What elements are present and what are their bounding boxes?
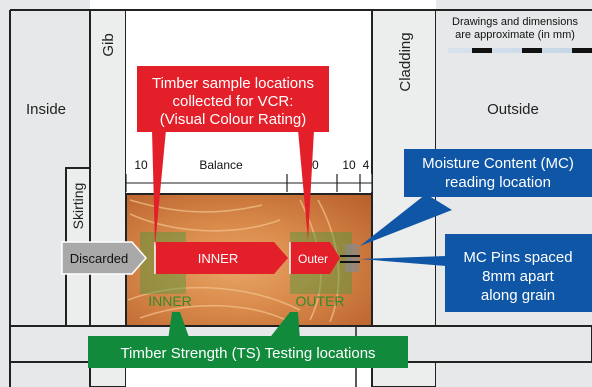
mc-line-1: Moisture Content (MC) (422, 155, 574, 172)
vcr-pointer-outer (298, 130, 314, 240)
mc-callout (404, 149, 592, 197)
mc-pointer (360, 194, 452, 246)
pins-line-3: along grain (481, 287, 555, 304)
discarded-label: Discarded (70, 251, 129, 266)
gib-board (89, 9, 127, 387)
mc-line-2: reading location (445, 174, 551, 191)
approx-note-line-1: Drawings and dimensions (452, 16, 578, 28)
vcr-callout (137, 66, 329, 132)
skirting-label: Skirting (70, 183, 86, 230)
cladding-label: Cladding (397, 32, 414, 91)
dim-10-right: 10 (342, 158, 356, 172)
scale-bar (448, 48, 592, 53)
dim-10-left: 10 (134, 158, 148, 172)
pins-callout (445, 234, 592, 312)
dim-4: 4 (363, 158, 370, 172)
inner-label: INNER (198, 251, 238, 266)
vcr-line-3: (Visual Colour Rating) (160, 111, 306, 128)
inside-label: Inside (26, 101, 66, 118)
outside-label: Outside (487, 101, 539, 118)
approx-note-line-2: are approximate (in mm) (455, 29, 575, 41)
outer-segment (290, 242, 340, 274)
ts-banner (88, 336, 408, 368)
vcr-line-2: collected for VCR: (173, 93, 294, 110)
inner-segment (155, 242, 288, 274)
discarded-segment (61, 241, 147, 275)
ts-banner-label: Timber Strength (TS) Testing locations (120, 345, 375, 362)
mc-reading-zone (345, 244, 359, 272)
ts-inner-label: INNER (148, 293, 192, 309)
dim-balance: Balance (199, 158, 243, 172)
gib-label: Gib (100, 33, 117, 56)
pins-line-1: MC Pins spaced (463, 249, 572, 266)
ts-pointer-outer (268, 312, 300, 340)
outer-label: Outer (298, 252, 328, 266)
vcr-line-1: Timber sample locations (152, 75, 314, 92)
ts-pointer-inner (168, 312, 190, 340)
pins-pointer (360, 256, 446, 266)
vcr-pointer-inner (152, 130, 166, 246)
pins-line-2: 8mm apart (482, 268, 555, 285)
ts-outer-label: OUTER (296, 293, 345, 309)
